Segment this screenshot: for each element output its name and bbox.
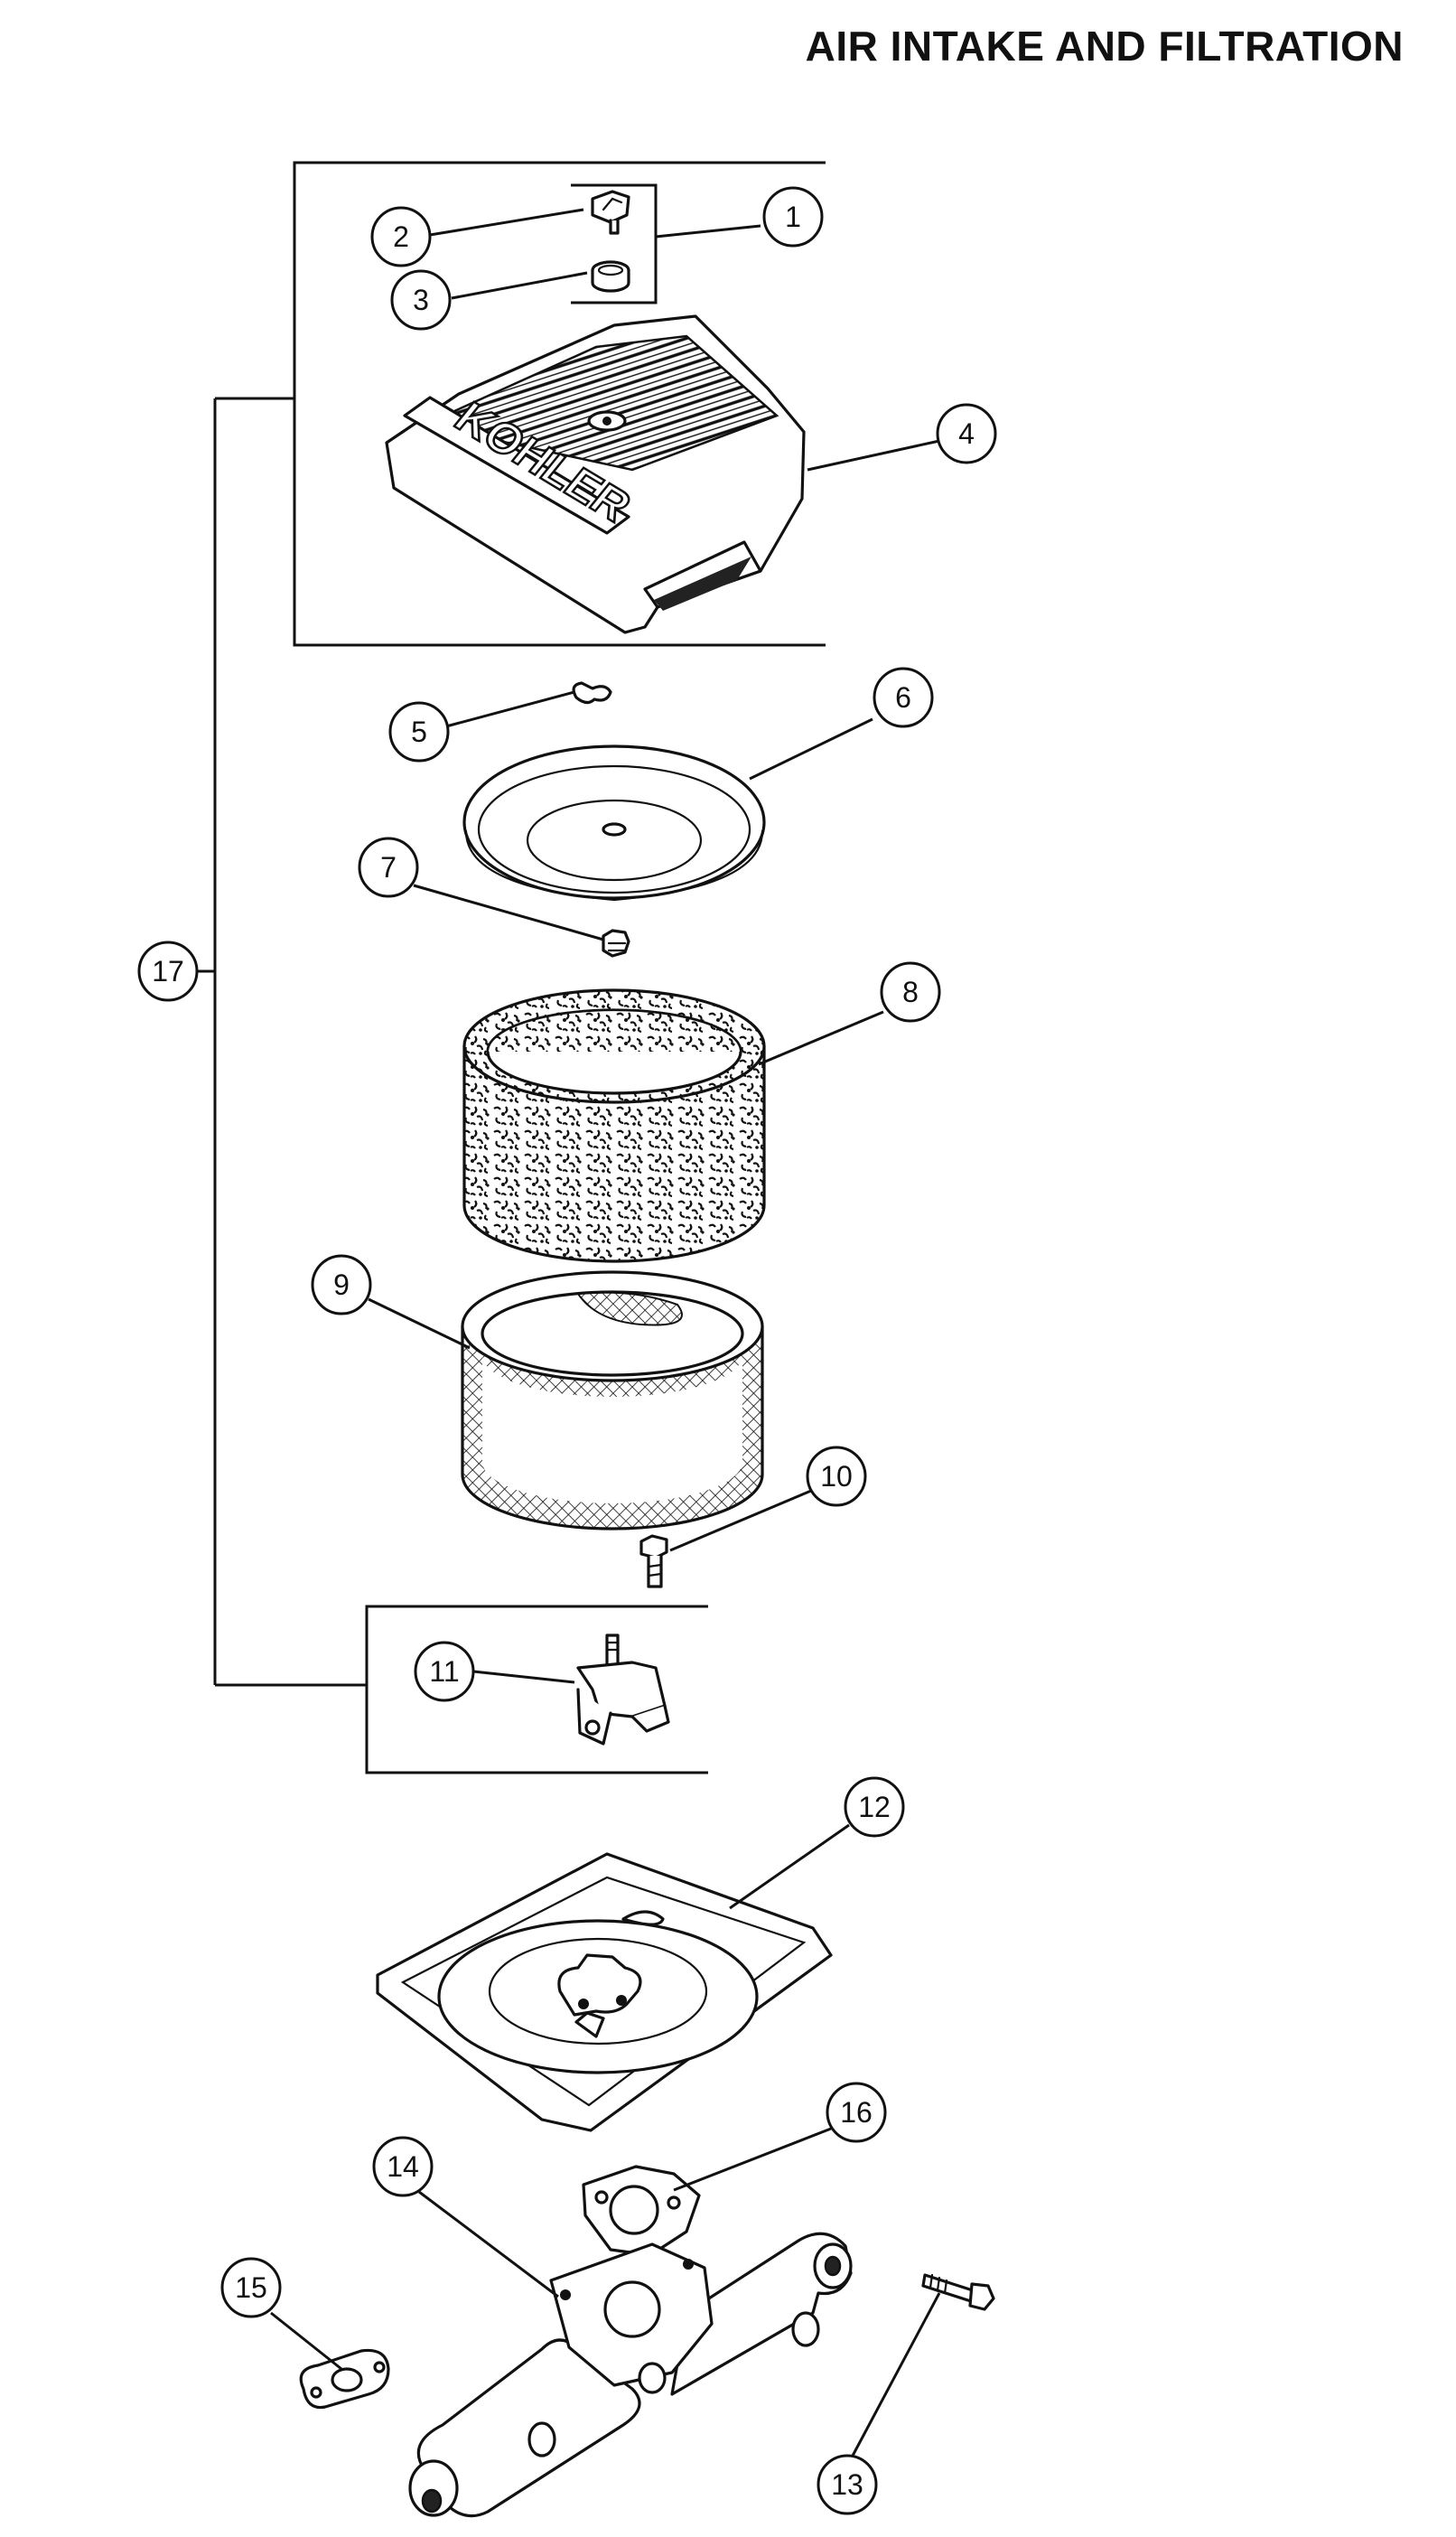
nut-part bbox=[602, 929, 630, 958]
air-cleaner-base-part bbox=[376, 1852, 833, 2132]
assembly-bracket-17 bbox=[197, 397, 367, 1687]
callout-8: 8 bbox=[880, 961, 941, 1023]
callout-11: 11 bbox=[414, 1641, 475, 1702]
small-gasket-part bbox=[299, 2348, 390, 2410]
svg-text:2: 2 bbox=[393, 220, 409, 253]
knob-part bbox=[591, 190, 630, 235]
svg-text:16: 16 bbox=[840, 2096, 873, 2129]
callout-1: 1 bbox=[762, 186, 824, 248]
callout-14: 14 bbox=[372, 2136, 434, 2197]
callout-5: 5 bbox=[388, 701, 450, 763]
svg-text:14: 14 bbox=[387, 2150, 419, 2183]
svg-text:8: 8 bbox=[902, 976, 919, 1008]
callout-16: 16 bbox=[826, 2082, 887, 2143]
callout-17: 17 bbox=[137, 941, 199, 1002]
svg-text:9: 9 bbox=[333, 1268, 350, 1301]
svg-text:3: 3 bbox=[413, 284, 429, 316]
callout-10: 10 bbox=[806, 1446, 867, 1507]
intake-elbow-part bbox=[408, 2232, 853, 2518]
svg-text:1: 1 bbox=[785, 201, 801, 233]
callout-9: 9 bbox=[311, 1254, 372, 1315]
callout-3: 3 bbox=[390, 269, 452, 331]
callout-6: 6 bbox=[873, 667, 934, 728]
svg-text:6: 6 bbox=[895, 681, 911, 714]
knob-kit-bracket bbox=[571, 183, 658, 304]
callout-15: 15 bbox=[220, 2257, 282, 2318]
gasket-part bbox=[582, 2165, 701, 2257]
callout-7: 7 bbox=[358, 837, 419, 898]
cover-lid-part bbox=[462, 744, 766, 902]
paper-filter-element-part bbox=[461, 1270, 764, 1531]
bolt-part bbox=[639, 1534, 668, 1588]
page-title: AIR INTAKE AND FILTRATION bbox=[805, 23, 1404, 70]
cover-assembly-box bbox=[293, 161, 826, 647]
callout-12: 12 bbox=[844, 1776, 905, 1838]
svg-text:4: 4 bbox=[958, 417, 975, 450]
wing-nut-part bbox=[572, 681, 612, 705]
callout-4: 4 bbox=[936, 403, 997, 464]
svg-text:5: 5 bbox=[411, 716, 427, 748]
kohler-cover-part: KOHLER bbox=[385, 314, 806, 634]
foam-precleaner-part bbox=[462, 988, 766, 1263]
svg-text:10: 10 bbox=[820, 1460, 853, 1493]
svg-text:13: 13 bbox=[831, 2468, 863, 2501]
leader-lines bbox=[270, 208, 941, 2457]
bracket-assembly-box bbox=[365, 1605, 708, 1774]
svg-text:15: 15 bbox=[235, 2271, 267, 2304]
callout-13: 13 bbox=[817, 2454, 878, 2515]
long-bolt-part bbox=[921, 2273, 995, 2311]
callout-2: 2 bbox=[370, 206, 432, 267]
svg-text:11: 11 bbox=[429, 1655, 459, 1688]
sleeve-part bbox=[591, 260, 630, 293]
svg-text:17: 17 bbox=[152, 955, 184, 988]
svg-text:7: 7 bbox=[380, 851, 397, 884]
svg-text:12: 12 bbox=[858, 1791, 891, 1823]
stud-bracket-part bbox=[576, 1634, 670, 1746]
